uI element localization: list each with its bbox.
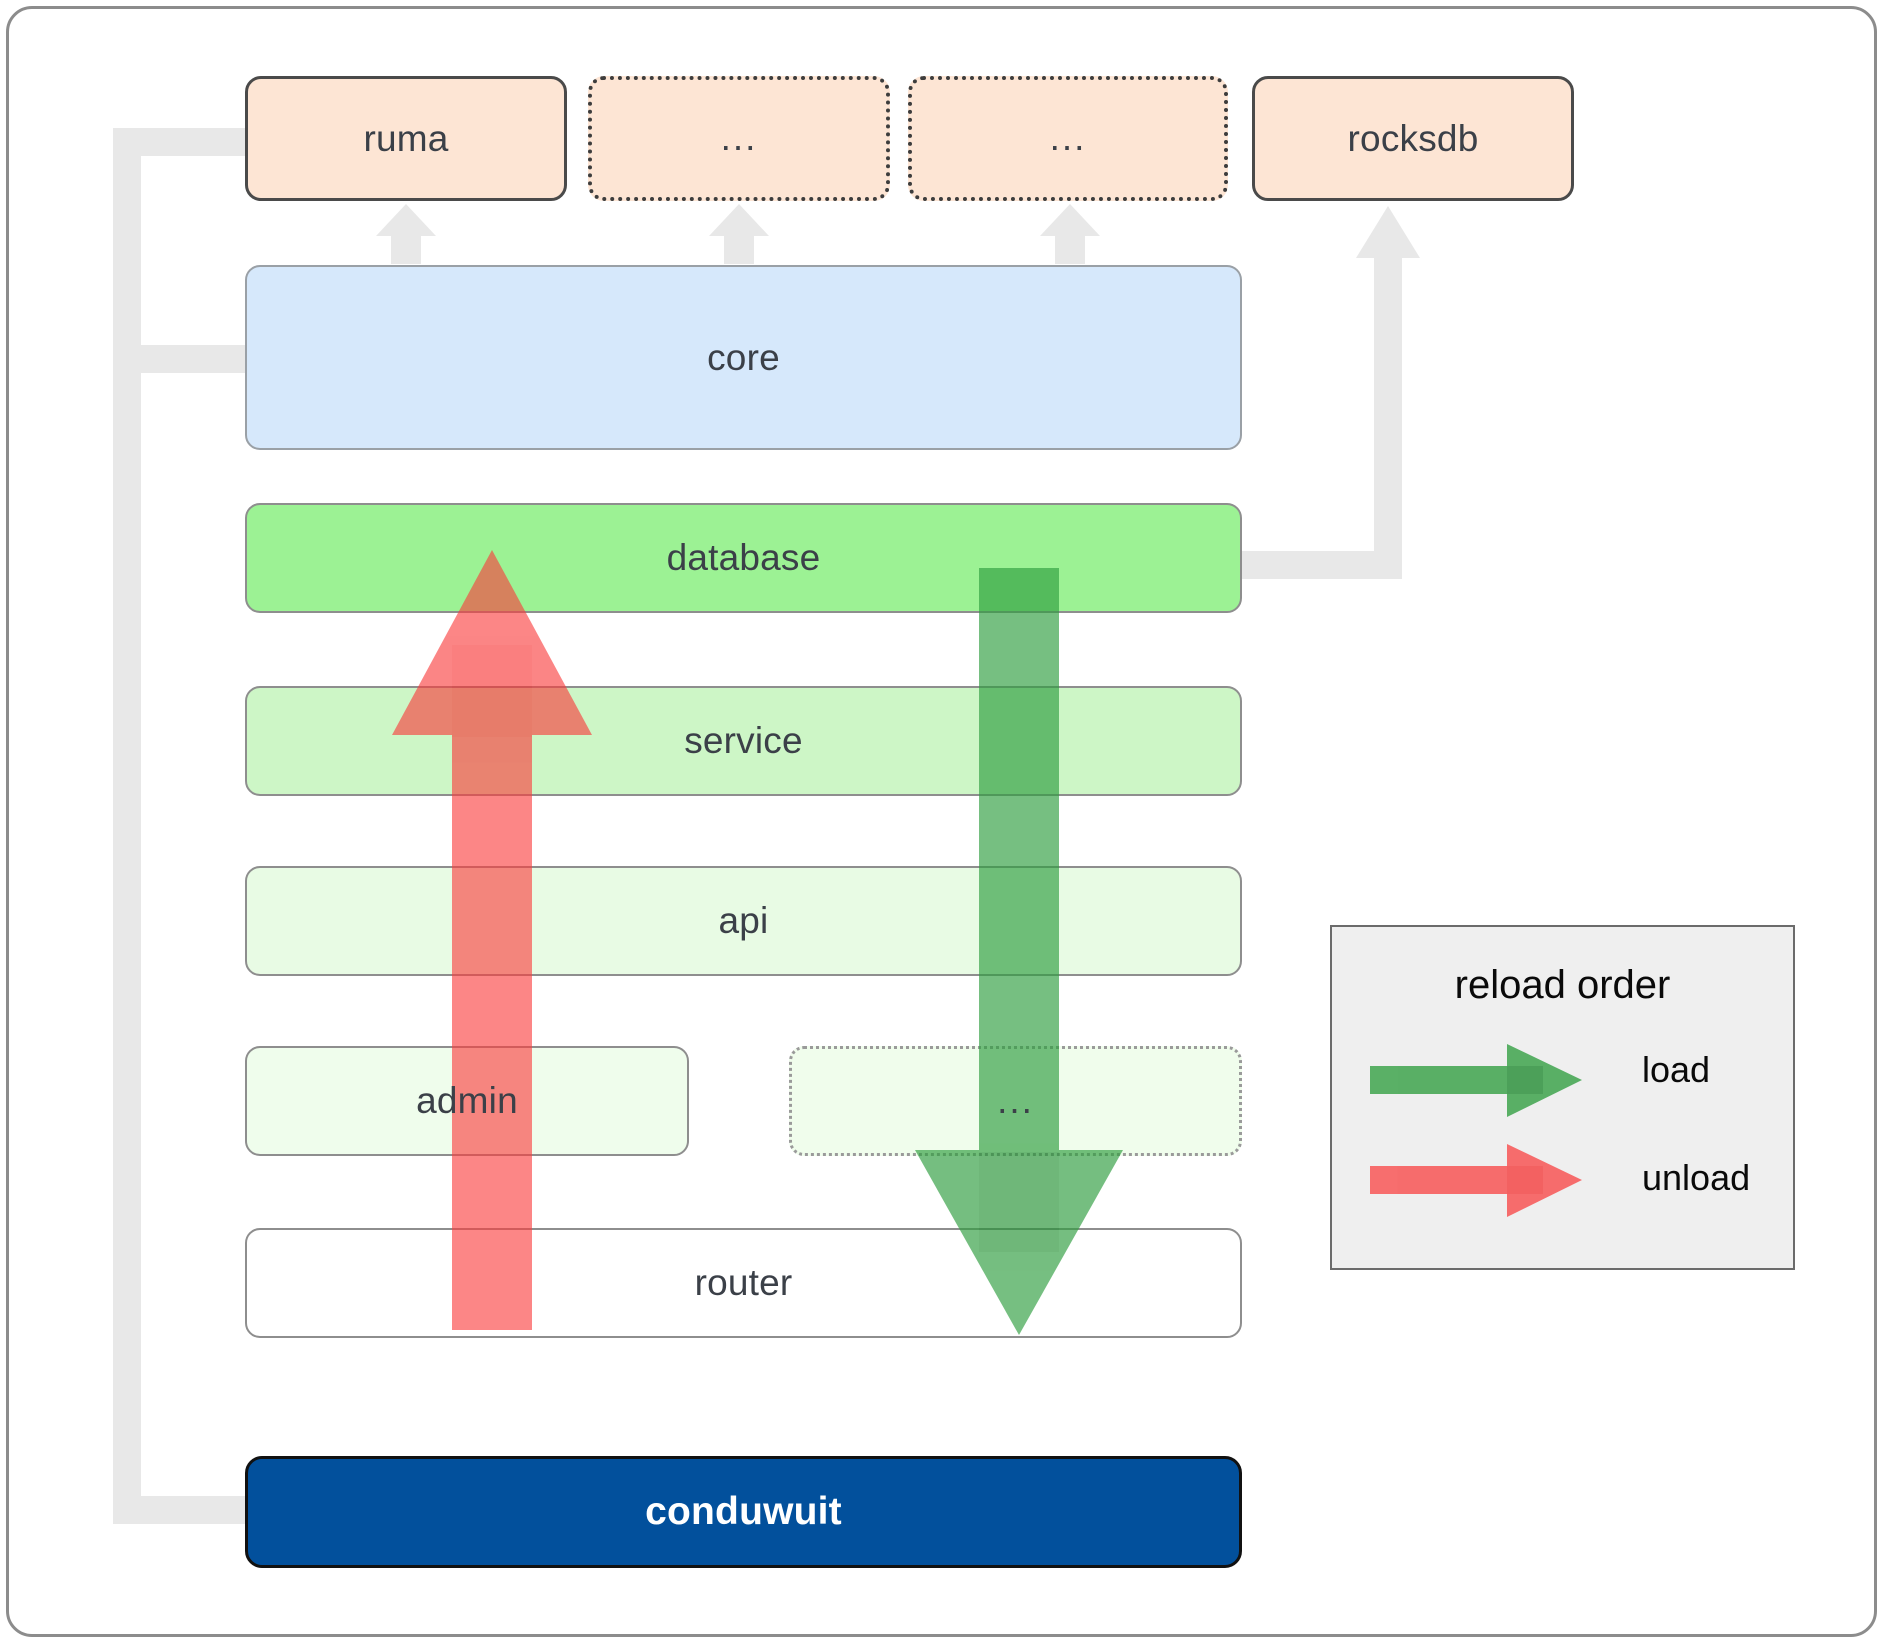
layer-box-api[interactable]: api [245, 866, 1242, 976]
layer-label-more: ... [997, 1079, 1034, 1121]
dependency-box-ruma[interactable]: ruma [245, 76, 567, 201]
layer-label-api: api [718, 900, 769, 941]
legend-unload-arrow [1370, 1144, 1582, 1217]
dependency-label-ruma: ruma [363, 117, 449, 159]
app-label-conduwuit: conduwuit [645, 1490, 842, 1533]
layer-box-database[interactable]: database [245, 503, 1242, 613]
layer-label-service: service [684, 720, 803, 761]
legend-title: reload order [1454, 963, 1671, 1007]
dependency-box-rocksdb[interactable]: rocksdb [1252, 76, 1574, 201]
app-box-conduwuit[interactable]: conduwuit [245, 1456, 1242, 1568]
legend-label-load: load [1642, 1049, 1711, 1090]
core-label: core [707, 336, 780, 378]
layer-label-admin: admin [416, 1080, 518, 1121]
layer-box-service[interactable]: service [245, 686, 1242, 796]
legend-label-unload: unload [1642, 1157, 1751, 1198]
dependency-label-more-1: ... [720, 117, 758, 159]
dependency-label-rocksdb: rocksdb [1347, 117, 1479, 159]
core-box[interactable]: core [245, 265, 1242, 450]
layer-box-admin[interactable]: admin [245, 1046, 689, 1156]
legend-reload-order: reload order load unload [1330, 925, 1795, 1270]
legend-arrows [1370, 1044, 1582, 1217]
diagram-frame [6, 6, 1877, 1637]
layer-label-router: router [694, 1262, 793, 1303]
dependency-box-more-2[interactable]: ... [908, 76, 1228, 201]
layer-box-more[interactable]: ... [789, 1046, 1242, 1156]
layer-box-router[interactable]: router [245, 1228, 1242, 1338]
legend-load-arrow [1370, 1044, 1582, 1117]
layer-label-database: database [666, 537, 821, 578]
dependency-label-more-2: ... [1049, 117, 1087, 159]
dependency-box-more-1[interactable]: ... [588, 76, 890, 201]
